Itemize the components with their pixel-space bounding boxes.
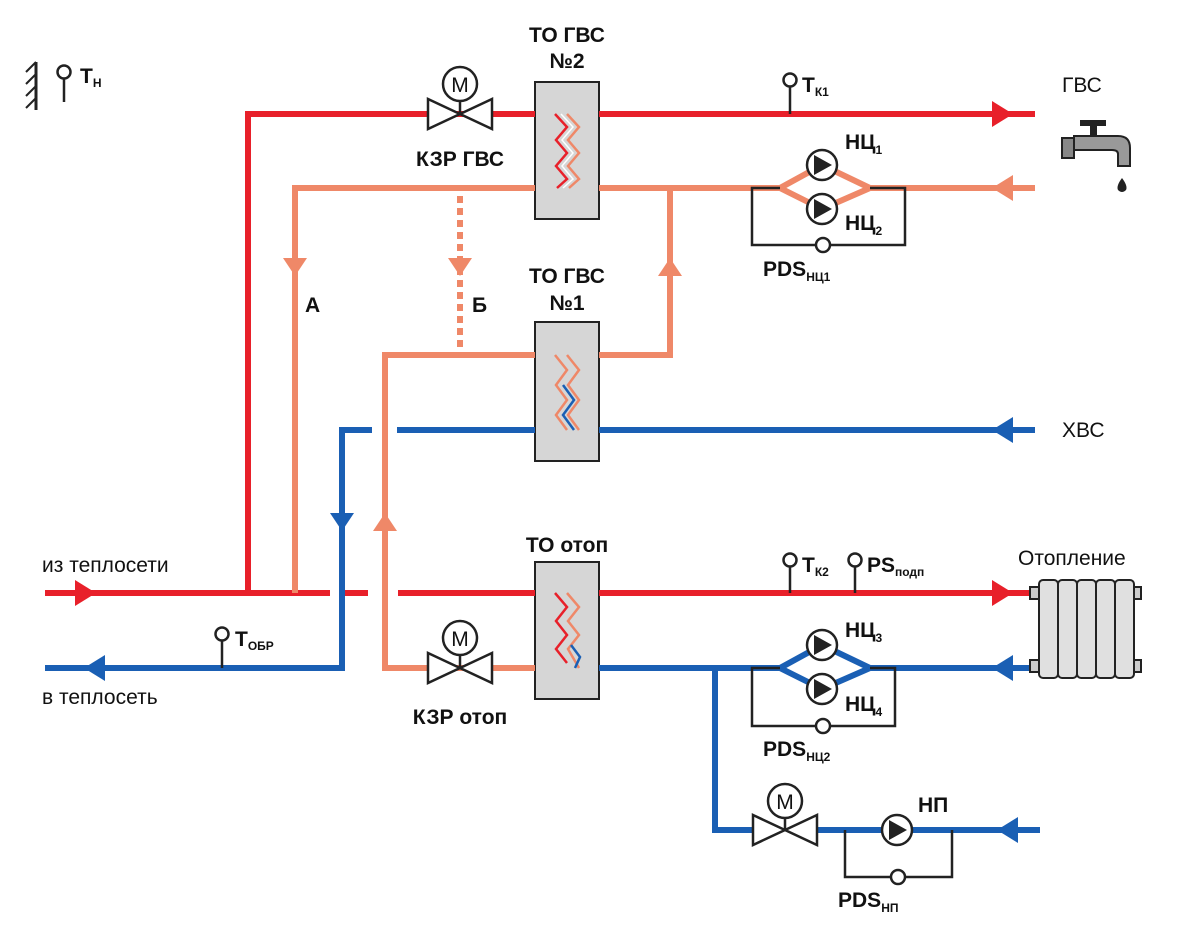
svg-text:M: M — [451, 74, 469, 97]
label-np: НП — [918, 794, 948, 817]
diagram-labels: ТН ТК1 ТК2 PSподп ТОБР ТО ГВС №2 ТО ГВС … — [42, 24, 1126, 915]
pds-np-sensor — [889, 868, 907, 886]
label-kzr-gvs: КЗР ГВС — [416, 148, 504, 171]
pump-np[interactable] — [880, 813, 914, 847]
label-nc2: НЦ2 — [845, 212, 883, 238]
label-pds-nc1: PDSНЦ1 — [763, 258, 831, 284]
label-line-b: Б — [472, 294, 487, 317]
radiator-icon — [1029, 579, 1142, 679]
label-to-network: в теплосеть — [42, 686, 158, 709]
pump-nc3[interactable] — [805, 628, 839, 662]
label-tk2: ТК2 — [802, 554, 829, 579]
arrow-gvs-out — [992, 101, 1013, 127]
arrow-circulation-in — [992, 175, 1013, 201]
sensor-ps-podp — [847, 552, 863, 593]
heat-exchanger-gvs2 — [534, 81, 600, 220]
label-ps-podp: PSподп — [867, 554, 924, 579]
label-to-gvs2-line1: ТО ГВС — [529, 24, 605, 47]
arrow-up-return — [373, 513, 397, 531]
heat-exchanger-heating — [534, 561, 600, 700]
label-tobr: ТОБР — [235, 628, 274, 653]
label-otoplenie: Отопление — [1018, 547, 1126, 570]
label-nc1: НЦ1 — [845, 131, 883, 157]
sensor-tk1 — [782, 72, 798, 114]
arrow-heating-return — [992, 655, 1013, 681]
pds-nc1-sensor — [814, 236, 832, 254]
arrow-makeup-in — [997, 817, 1018, 843]
sensor-tk2 — [782, 552, 798, 593]
label-nc3: НЦ3 — [845, 619, 883, 645]
pds-nc2-sensor — [814, 717, 832, 735]
exchanger-coils — [554, 113, 582, 669]
arrow-from-network — [75, 580, 96, 606]
arrow-line-a — [283, 258, 307, 276]
label-to-gvs1-line2: №1 — [549, 292, 584, 315]
arrow-line-b — [448, 258, 472, 276]
valve-kzr-gvs[interactable]: M — [426, 65, 494, 131]
arrow-to-network — [84, 655, 105, 681]
label-pds-np: PDSНП — [838, 889, 898, 915]
label-to-gvs2-line2: №2 — [549, 50, 584, 73]
arrow-down-cold — [330, 513, 354, 531]
outdoor-sensor-tn — [25, 61, 72, 110]
svg-text:M: M — [451, 628, 469, 651]
label-tn: ТН — [80, 65, 102, 90]
label-to-gvs1-line1: ТО ГВС — [529, 265, 605, 288]
label-kzr-otop: КЗР отоп — [413, 706, 507, 729]
pump-nc4[interactable] — [805, 672, 839, 706]
label-line-a: А — [305, 294, 320, 317]
svg-text:M: M — [776, 791, 794, 814]
pump-nc1[interactable] — [805, 148, 839, 182]
valve-makeup[interactable]: M — [751, 782, 819, 847]
flow-arrows — [75, 101, 1018, 843]
label-pds-nc2: PDSНЦ2 — [763, 738, 831, 764]
arrow-hvs-in — [992, 417, 1013, 443]
sensor-tobr — [214, 626, 230, 668]
valve-kzr-otop[interactable]: M — [426, 619, 494, 685]
arrow-heating-out — [992, 580, 1013, 606]
hot-water-tap-icon — [1061, 120, 1131, 192]
arrow-up-gvs — [658, 258, 682, 276]
pump-nc2[interactable] — [805, 192, 839, 226]
label-from-network: из теплосети — [42, 554, 169, 577]
label-hvs: ХВС — [1062, 419, 1104, 442]
label-tk1: ТК1 — [802, 74, 829, 99]
label-to-otop: ТО отоп — [526, 534, 608, 557]
label-nc4: НЦ4 — [845, 693, 883, 719]
label-gvs: ГВС — [1062, 74, 1102, 97]
makeup-pump-bypass — [843, 830, 954, 886]
